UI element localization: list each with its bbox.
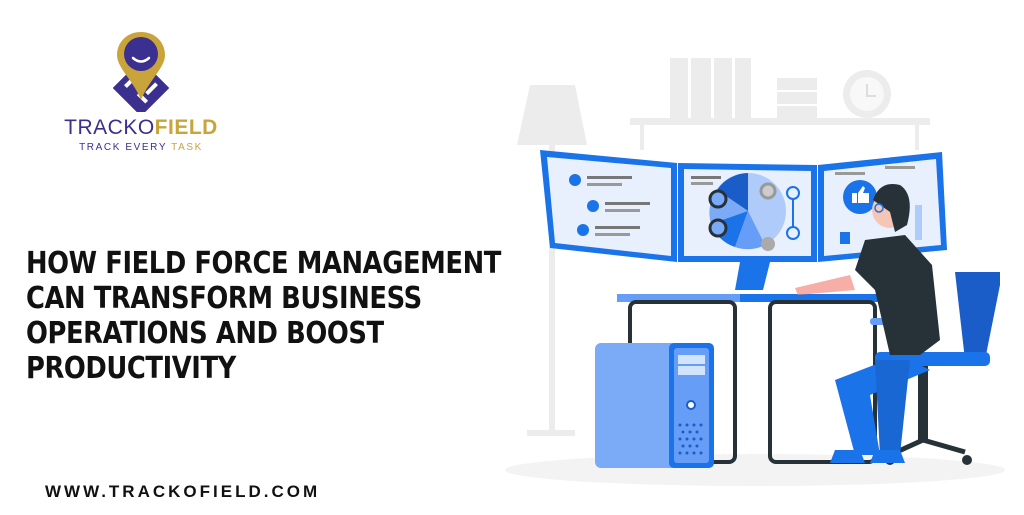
monitor-left bbox=[540, 150, 677, 262]
brand-name: TRACKOFIELD bbox=[56, 116, 226, 140]
title-line-3: Operations and Boost bbox=[26, 316, 384, 351]
brand-name-part1: TRACKO bbox=[64, 116, 155, 139]
brand-name-part2: FIELD bbox=[154, 116, 218, 139]
title-line-4: Productivity bbox=[26, 351, 236, 386]
computer-tower-icon bbox=[595, 343, 714, 468]
floor-lamp-icon bbox=[517, 85, 587, 436]
person-icon bbox=[795, 184, 940, 463]
title-line-2: Can Transform Business bbox=[26, 281, 422, 316]
monitor-center bbox=[678, 163, 817, 262]
title-line-1: How Field Force Management bbox=[26, 246, 501, 281]
office-illustration bbox=[505, 58, 1005, 486]
shelf-icon bbox=[630, 58, 930, 150]
brand-tagline: TRACK EVERY TASK bbox=[56, 142, 226, 153]
map-pin-smiley-icon bbox=[112, 32, 170, 112]
page-title: How Field Force Management Can Transform… bbox=[26, 246, 501, 386]
website-url: WWW.TRACKOFIELD.COM bbox=[45, 482, 321, 501]
tagline-part1: TRACK EVERY bbox=[79, 142, 172, 153]
brand-logo: TRACKOFIELD TRACK EVERY TASK bbox=[56, 28, 226, 153]
tagline-part2: TASK bbox=[171, 142, 203, 153]
